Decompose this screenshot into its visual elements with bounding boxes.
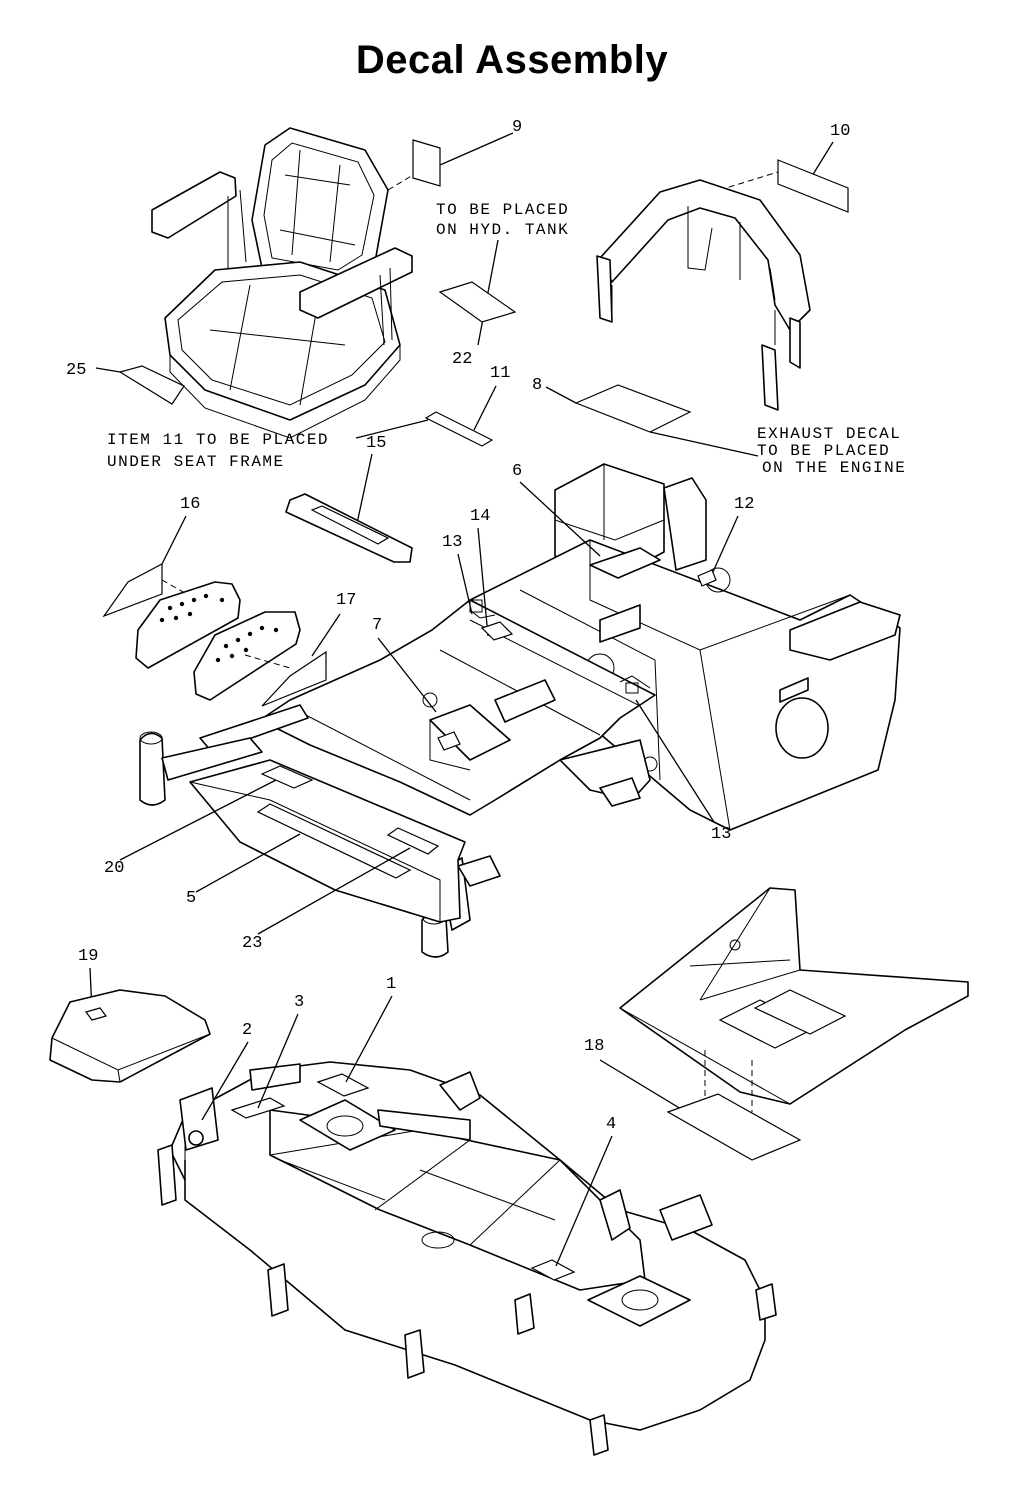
callout-18: 18 — [584, 1037, 604, 1056]
callout-17: 17 — [336, 591, 356, 610]
decal-7 — [437, 731, 461, 751]
foot-plate-left — [135, 581, 241, 669]
decal-11 — [424, 411, 494, 447]
callout-13-bottom: 13 — [711, 825, 731, 844]
decal-4 — [530, 1259, 576, 1281]
decal-10 — [777, 159, 849, 213]
seat-assembly — [151, 127, 414, 439]
callout-7: 7 — [372, 616, 382, 635]
battery-cover-19 — [49, 989, 211, 1083]
decal-5 — [256, 803, 412, 879]
main-frame — [139, 463, 901, 958]
note-hyd-tank-line1: TO BE PLACED — [436, 201, 569, 219]
callout-9: 9 — [512, 118, 522, 137]
decal-22 — [438, 281, 517, 323]
decal-12 — [697, 569, 717, 587]
decal-19 — [84, 1007, 108, 1021]
callout-16: 16 — [180, 495, 200, 514]
callout-15: 15 — [366, 434, 386, 453]
callout-5: 5 — [186, 889, 196, 908]
decal-23 — [386, 827, 440, 855]
callout-4: 4 — [606, 1115, 616, 1134]
decal-25 — [118, 365, 185, 405]
decal-17 — [261, 650, 327, 707]
rops-bar — [596, 179, 811, 411]
decal-14 — [480, 621, 514, 641]
callout-12: 12 — [734, 495, 754, 514]
callout-1: 1 — [386, 975, 396, 994]
note-item11-line2: UNDER SEAT FRAME — [107, 453, 285, 471]
decal-8 — [574, 384, 692, 433]
callout-19: 19 — [78, 947, 98, 966]
callout-20: 20 — [104, 859, 124, 878]
callout-2: 2 — [242, 1021, 252, 1040]
note-exhaust-line3: ON THE ENGINE — [762, 459, 906, 477]
callout-6: 6 — [512, 462, 522, 481]
callout-3: 3 — [294, 993, 304, 1012]
callout-10: 10 — [830, 122, 850, 141]
floor-pan — [619, 887, 969, 1112]
decal-9 — [412, 139, 441, 187]
callout-8: 8 — [532, 376, 542, 395]
callout-11: 11 — [490, 364, 510, 383]
note-item11-line1: ITEM 11 TO BE PLACED — [107, 431, 329, 449]
callout-22: 22 — [452, 350, 472, 369]
callout-23: 23 — [242, 934, 262, 953]
page-title: Decal Assembly — [355, 38, 669, 82]
decal-1 — [316, 1073, 370, 1097]
note-exhaust-line1: EXHAUST DECAL — [757, 425, 901, 443]
note-hyd-tank-line2: ON HYD. TANK — [436, 221, 569, 239]
mower-deck — [157, 1061, 777, 1456]
decal-20 — [260, 765, 314, 789]
decal-16 — [102, 563, 163, 618]
callout-25: 25 — [66, 361, 86, 380]
callout-13-top: 13 — [442, 533, 462, 552]
decal-18 — [666, 1093, 802, 1161]
callout-14: 14 — [470, 507, 490, 526]
note-exhaust-line2: TO BE PLACED — [757, 442, 890, 460]
